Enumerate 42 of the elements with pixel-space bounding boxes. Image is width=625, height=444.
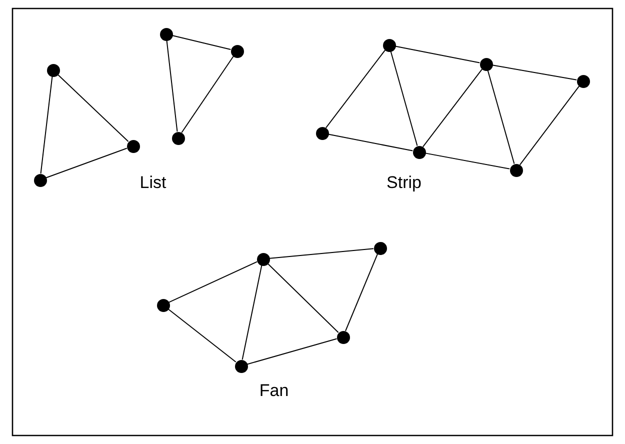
connector-line — [242, 264, 262, 360]
vertex-dot — [382, 38, 396, 52]
vertex-dot — [412, 146, 426, 158]
vertex-dot — [234, 360, 248, 372]
vertex-dot — [374, 242, 386, 254]
connector-line — [487, 70, 515, 164]
connector-line — [181, 56, 234, 134]
vertex-dot — [336, 330, 350, 344]
vertex-dot — [480, 58, 492, 70]
connector-line — [390, 50, 418, 146]
vertex-dot — [34, 174, 46, 186]
connector-line — [424, 152, 510, 170]
connector-line — [246, 338, 338, 365]
connector-line — [328, 134, 414, 152]
group-label: List — [140, 173, 166, 193]
connector-line — [325, 50, 386, 128]
vertex-dot — [510, 164, 522, 176]
connector-line — [267, 263, 339, 333]
connector-line — [519, 86, 580, 166]
connector-line — [394, 46, 480, 64]
connector-line — [166, 40, 178, 132]
group-label: Fan — [259, 381, 289, 401]
connector-line — [57, 74, 129, 142]
vertex-dot — [126, 140, 140, 152]
connector-line — [46, 148, 128, 178]
connector-line — [172, 35, 232, 50]
connector-line — [492, 64, 578, 80]
connector-line — [268, 248, 374, 259]
vertex-dot — [172, 132, 184, 144]
vertex-dot — [230, 44, 244, 58]
connector-line — [168, 308, 236, 362]
vertex-dot — [160, 28, 172, 40]
connector-line — [345, 254, 378, 332]
connector-line — [168, 261, 258, 303]
connector-line — [40, 76, 53, 174]
vertex-dot — [316, 126, 328, 140]
connector-line — [422, 68, 483, 148]
vertex-dot — [576, 74, 590, 88]
group-label: Strip — [386, 173, 422, 193]
vertex-dot — [256, 252, 270, 266]
vertex-dot — [46, 64, 60, 76]
vertex-dot — [156, 298, 170, 312]
